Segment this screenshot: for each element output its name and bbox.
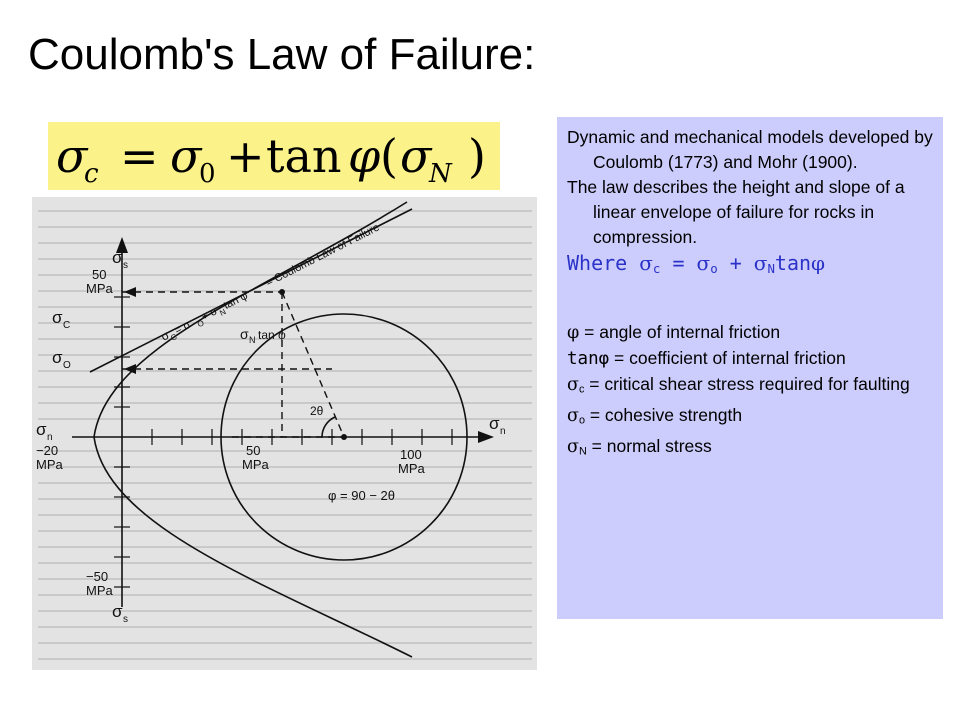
sigma-s-bottom-label: σ [112, 602, 123, 621]
definition-item: φ = angle of internal friction [567, 320, 933, 346]
failure-envelope [93, 201, 413, 658]
eq-line-label-sub3: N [218, 307, 227, 318]
label-50: 50 [92, 267, 106, 282]
label-mpa-5: MPa [86, 583, 114, 598]
explanation-panel: Dynamic and mechanical models developed … [557, 117, 943, 619]
eq-line-label-rest3: tan φ [222, 290, 250, 312]
where-word: Where [567, 251, 628, 275]
definition-item: σc = critical shear stress required for … [567, 372, 933, 403]
sigma-s-arrow [116, 237, 128, 253]
sigma-n-arrow [478, 431, 494, 443]
where-phi: φ [811, 251, 826, 275]
slide-title: Coulomb's Law of Failure: [28, 30, 536, 79]
label-mpa-4: MPa [398, 461, 426, 476]
sigma-n-left-label-sub: n [47, 432, 53, 443]
eq-open-paren: ( [380, 129, 398, 183]
label-x50: 50 [246, 443, 260, 458]
law-label: = Coulomb Law of Failure [264, 221, 381, 289]
sigma-c-label-sub: C [63, 320, 70, 331]
definition-text: = normal stress [586, 435, 712, 456]
label-mpa: MPa [86, 281, 114, 296]
two-theta-arc [321, 416, 336, 438]
sigma-o-label-sub: O [63, 360, 71, 371]
tan-label: σ [240, 326, 249, 342]
sigma-s-bottom-label-sub: s [123, 614, 128, 625]
sigma-c-label: σ [52, 308, 63, 327]
radius-dashed [281, 291, 345, 438]
sigma-s-label: σ [112, 248, 123, 267]
panel-paragraph-1: Dynamic and mechanical models developed … [567, 127, 933, 172]
definition-text: = coefficient of internal friction [609, 348, 846, 369]
eq-phi: φ [348, 129, 381, 183]
sigma-o-label: σ [52, 348, 63, 367]
definition-text: = cohesive strength [584, 404, 743, 425]
definition-symbol: σ [567, 375, 579, 396]
definition-subscript: o [578, 414, 585, 427]
eq-equals: = [120, 129, 159, 183]
arrows [116, 237, 494, 443]
eq-plus: + [226, 129, 265, 183]
sigma-n-right-label: σ [489, 414, 500, 433]
definition-subscript: N [578, 445, 587, 458]
eq-sigma0: σ [170, 129, 203, 183]
label-m20: −20 [36, 443, 58, 458]
phi-eq-label: φ = 90 − 2θ [328, 488, 395, 503]
where-sigma-c-sub: c [652, 261, 661, 277]
eq-sigmaN-sub: N [428, 159, 453, 189]
label-mpa-2: MPa [36, 457, 64, 472]
label-m50: −50 [86, 569, 108, 584]
equation-box: σ c = σ 0 + tan φ ( σ N ) [48, 122, 500, 190]
definition-subscript: c [578, 383, 585, 396]
sigma-n-right-label-sub: n [500, 426, 506, 437]
where-sigma-c: σ [639, 251, 653, 275]
definition-symbol: tanφ [567, 349, 610, 370]
panel-paragraph-2: The law describes the height and slope o… [567, 177, 905, 247]
circle-center [341, 434, 347, 440]
label-x100: 100 [400, 447, 422, 462]
sigma-n-left-label: σ [36, 420, 47, 439]
where-sigma-n-sub: N [767, 261, 775, 277]
mohr-diagram: σ s 50 MPa σ C σ O σ N tan φ σ C = σ O +… [36, 201, 532, 660]
eq-lhs: σ [56, 129, 89, 183]
definition-symbol: σ [567, 405, 579, 426]
label-mpa-3: MPa [242, 457, 270, 472]
eq-sigma0-sub: 0 [199, 159, 216, 189]
tan-label-sub: N [249, 335, 256, 345]
where-eq: = [672, 251, 685, 275]
where-sigma-o: σ [696, 251, 711, 275]
sigma-s-label-sub: s [123, 260, 128, 271]
two-theta-label: 2θ [310, 404, 324, 418]
definition-symbol: φ [567, 323, 580, 344]
definition-symbol: σ [567, 436, 579, 457]
definition-list: φ = angle of internal friction tanφ = co… [567, 320, 933, 464]
mohr-circle [220, 313, 468, 561]
tangent-point [279, 289, 285, 295]
equation: σ c = σ 0 + tan φ ( σ N ) [56, 129, 486, 189]
mohr-diagram-scan: σ s 50 MPa σ C σ O σ N tan φ σ C = σ O +… [32, 197, 537, 670]
diagram-lines [72, 201, 482, 658]
eq-tan: tan [266, 129, 342, 183]
definition-item: σo = cohesive strength [567, 403, 933, 434]
where-tan: tan [774, 251, 812, 275]
eq-lhs-sub: c [84, 159, 99, 189]
definition-text: = angle of internal friction [579, 322, 781, 343]
definition-item: σN = normal stress [567, 434, 933, 465]
eq-line-label-sub2: O [196, 318, 206, 329]
tan-label-rest: tan φ [258, 328, 286, 342]
eq-sigmaN: σ [400, 129, 433, 183]
where-plus: + [729, 251, 742, 275]
where-sigma-o-sub: o [710, 261, 718, 277]
eq-line-label-sub: C [169, 332, 178, 343]
where-sigma-n: σ [753, 251, 768, 275]
sigma-c-arrow [124, 287, 136, 297]
coulomb-line [89, 208, 413, 373]
definition-text: = critical shear stress required for fau… [584, 374, 910, 395]
sigma-o-arrow [124, 364, 136, 374]
definition-item: tanφ = coefficient of internal friction [567, 346, 933, 372]
eq-close-paren: ) [468, 129, 486, 183]
where-line: Where σc = σo + σNtanφ [567, 250, 933, 282]
